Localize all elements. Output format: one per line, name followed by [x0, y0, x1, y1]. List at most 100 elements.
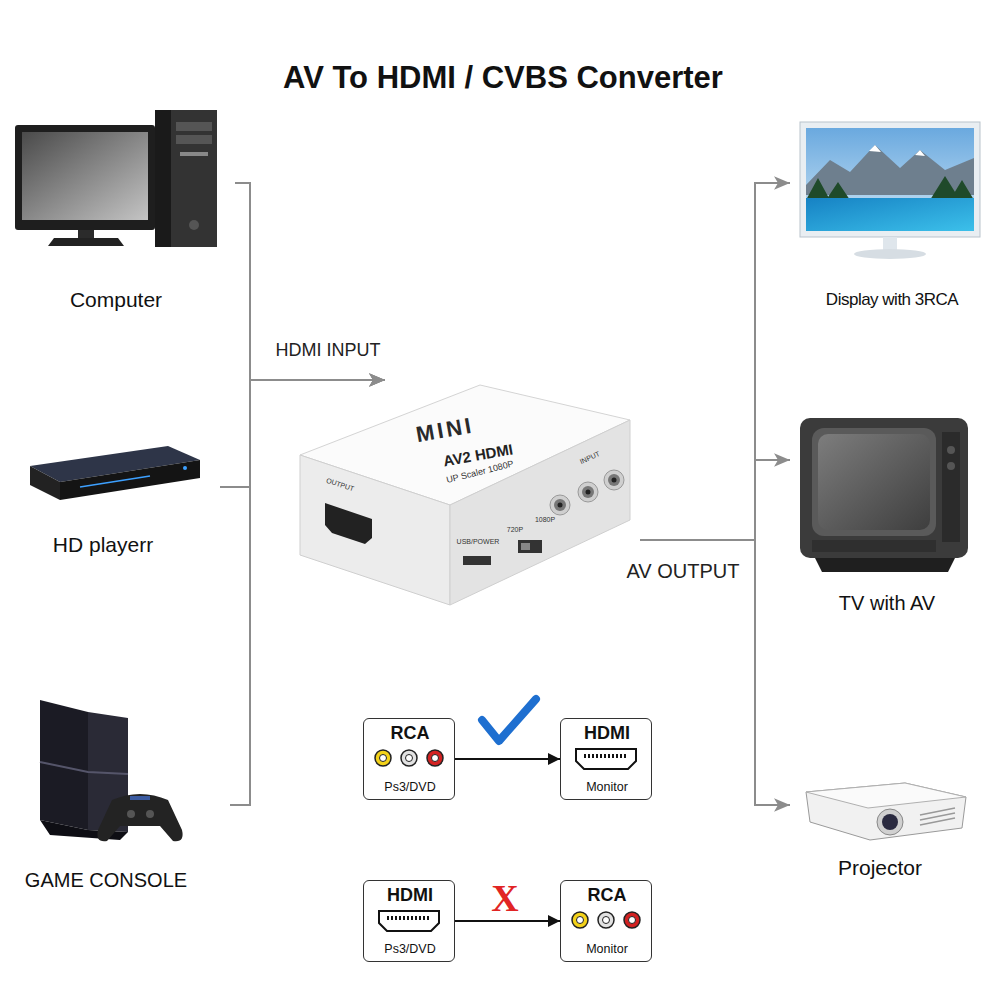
node-text: Monitor [586, 942, 628, 956]
connector-arrow [220, 380, 385, 487]
display-illustration [883, 237, 897, 251]
check-mark [482, 699, 536, 741]
converter-illustration [604, 470, 624, 490]
crt-tv-illustration [947, 446, 955, 454]
converter-illustration [521, 543, 530, 550]
rca-jacks-icon [577, 917, 584, 924]
computer-illustration [189, 220, 199, 230]
game-console-illustration [40, 700, 183, 841]
display-illustration [806, 176, 974, 200]
converter-illustration [463, 556, 491, 565]
crt-tv-illustration [800, 418, 968, 572]
projector-illustration [806, 783, 966, 840]
computer-illustration [176, 122, 212, 131]
crt-tv-illustration [818, 434, 930, 530]
node-heading: GAME CONSOLE [25, 869, 187, 892]
node-heading: Projector [838, 856, 922, 880]
converter-illustration [586, 490, 591, 495]
connector-box: RCAMonitor [560, 880, 652, 962]
rca-jacks-icon [375, 750, 640, 928]
computer-illustration [171, 110, 217, 247]
connector-box: HDMI Ps3/DVD [363, 880, 455, 962]
display-illustration [806, 128, 974, 231]
rca-jacks-icon [375, 750, 391, 766]
source-device: Computer [10, 100, 235, 315]
crt-tv-illustration [800, 418, 968, 558]
hd-player-illustration [30, 446, 200, 500]
connector-arrow [640, 183, 790, 540]
check-mark [482, 699, 536, 741]
converter-illustration [558, 503, 563, 508]
crt-tv-illustration [942, 432, 960, 542]
node-heading: HDMI [584, 723, 630, 744]
display-illustration [854, 249, 926, 259]
game-console-illustration [146, 810, 154, 818]
title: AV To HDMI / CVBS Converter [283, 60, 723, 96]
hd-player-illustration [183, 466, 187, 470]
node-text: OUTPUT [325, 477, 355, 494]
display-device: TV with AV [790, 410, 985, 615]
projector-illustration [806, 783, 966, 840]
converter-illustration [518, 540, 542, 553]
hd-player-illustration [30, 466, 60, 500]
converter-illustration [608, 474, 620, 486]
display-illustration [800, 122, 980, 259]
node-heading: TV with AV [839, 592, 935, 615]
connector-box: RCAPs3/DVD [363, 718, 455, 800]
connector-arrow [455, 920, 560, 922]
game-console-illustration [127, 810, 135, 818]
connector-arrow [235, 183, 385, 380]
converter-illustration [612, 478, 617, 483]
node-text: USB/POWER [457, 538, 500, 546]
display-illustration [800, 122, 980, 237]
rca-jacks-icon [598, 912, 614, 928]
computer-illustration [155, 110, 171, 247]
projector-illustration [806, 783, 966, 808]
node-text: INPUT [579, 450, 601, 466]
computer-illustration [15, 110, 217, 247]
hdmi-port-icon [379, 749, 636, 931]
computer-illustration [15, 125, 155, 230]
crt-tv-illustration [815, 558, 955, 572]
node-heading: HDMI [387, 885, 433, 906]
projector-illustration [877, 809, 903, 835]
connector-arrow [640, 460, 790, 540]
computer-illustration [48, 238, 124, 246]
node-text: 1080P [535, 516, 555, 524]
converter-illustration [300, 385, 630, 605]
converter-illustration [578, 482, 598, 502]
annotation: AV OUTPUT [627, 560, 740, 583]
rca-jacks-icon [572, 912, 588, 928]
node-heading: Computer [70, 288, 162, 312]
game-console-illustration [97, 794, 182, 841]
converter-illustration [300, 455, 450, 605]
converter-illustration [550, 495, 570, 515]
node-text: Monitor [586, 780, 628, 794]
node-heading: HD playerr [53, 533, 153, 557]
rca-jacks-icon [401, 750, 417, 766]
node-heading: Display with 3RCA [826, 290, 958, 310]
projector-illustration [882, 814, 898, 830]
display-illustration [806, 198, 974, 231]
computer-illustration [180, 152, 208, 156]
hd-player-illustration [80, 476, 150, 487]
node-heading: RCA [391, 723, 430, 744]
converter-illustration [325, 503, 372, 544]
game-console-illustration [130, 796, 150, 800]
computer-illustration [176, 135, 212, 144]
rca-jacks-icon [629, 917, 636, 924]
connector-arrow [455, 758, 560, 760]
rca-jacks-icon [427, 750, 443, 766]
source-device: HD playerr [20, 430, 220, 560]
annotation: HDMI INPUT [276, 340, 381, 361]
hdmi-port-icon [379, 911, 439, 931]
hd-player-illustration [60, 460, 200, 500]
node-text: 720P [507, 526, 523, 534]
connector-box: HDMI Monitor [560, 718, 652, 800]
display-illustration [869, 145, 925, 156]
node-text: Ps3/DVD [384, 942, 435, 956]
connector-arrow [230, 380, 385, 805]
crt-tv-illustration [812, 428, 936, 536]
